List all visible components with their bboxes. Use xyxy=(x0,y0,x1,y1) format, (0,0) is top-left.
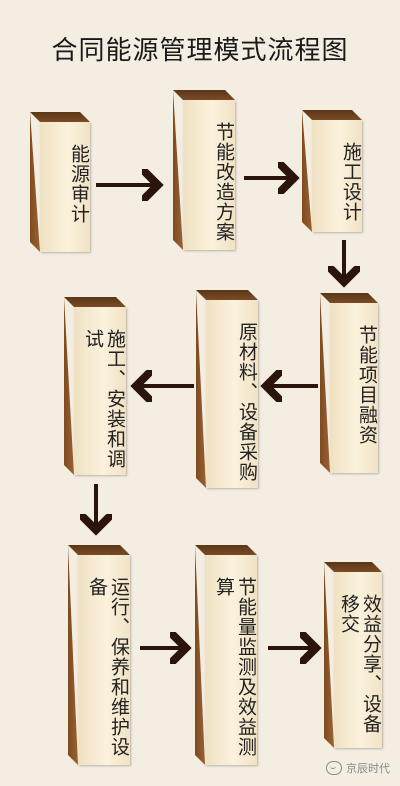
step-label: 节能项目融资 xyxy=(356,325,378,445)
step-savings-measurement: 节能量监测及效益测算 xyxy=(205,555,257,765)
step-label: 节能量监测及效益测算 xyxy=(213,577,257,757)
step-label: 运行、保养和维护设备 xyxy=(86,577,130,757)
chat-bubble-icon xyxy=(326,761,342,775)
step-project-financing: 节能项目融资 xyxy=(330,303,378,473)
step-label: 效益分享、设备移交 xyxy=(338,594,382,734)
step-label: 施工设计 xyxy=(340,142,362,222)
step-benefit-sharing: 效益分享、设备移交 xyxy=(334,572,382,748)
step-retrofit-plan: 节能改造方案 xyxy=(183,100,235,250)
step-materials-procurement: 原材料、设备采购 xyxy=(206,300,258,488)
watermark-text: 京辰时代 xyxy=(346,762,390,775)
step-energy-audit: 能源审计 xyxy=(40,122,90,252)
step-label: 原材料、设备采购 xyxy=(236,322,258,482)
watermark: 京辰时代 xyxy=(326,760,390,776)
step-label: 施工、安装和调试 xyxy=(82,329,126,469)
step-installation: 施工、安装和调试 xyxy=(74,307,126,475)
step-operation-maintenance: 运行、保养和维护设备 xyxy=(78,555,130,765)
step-label: 节能改造方案 xyxy=(213,122,235,242)
step-label: 能源审计 xyxy=(68,144,90,224)
diagram-title: 合同能源管理模式流程图 xyxy=(51,36,349,66)
step-construction-design: 施工设计 xyxy=(312,120,362,232)
